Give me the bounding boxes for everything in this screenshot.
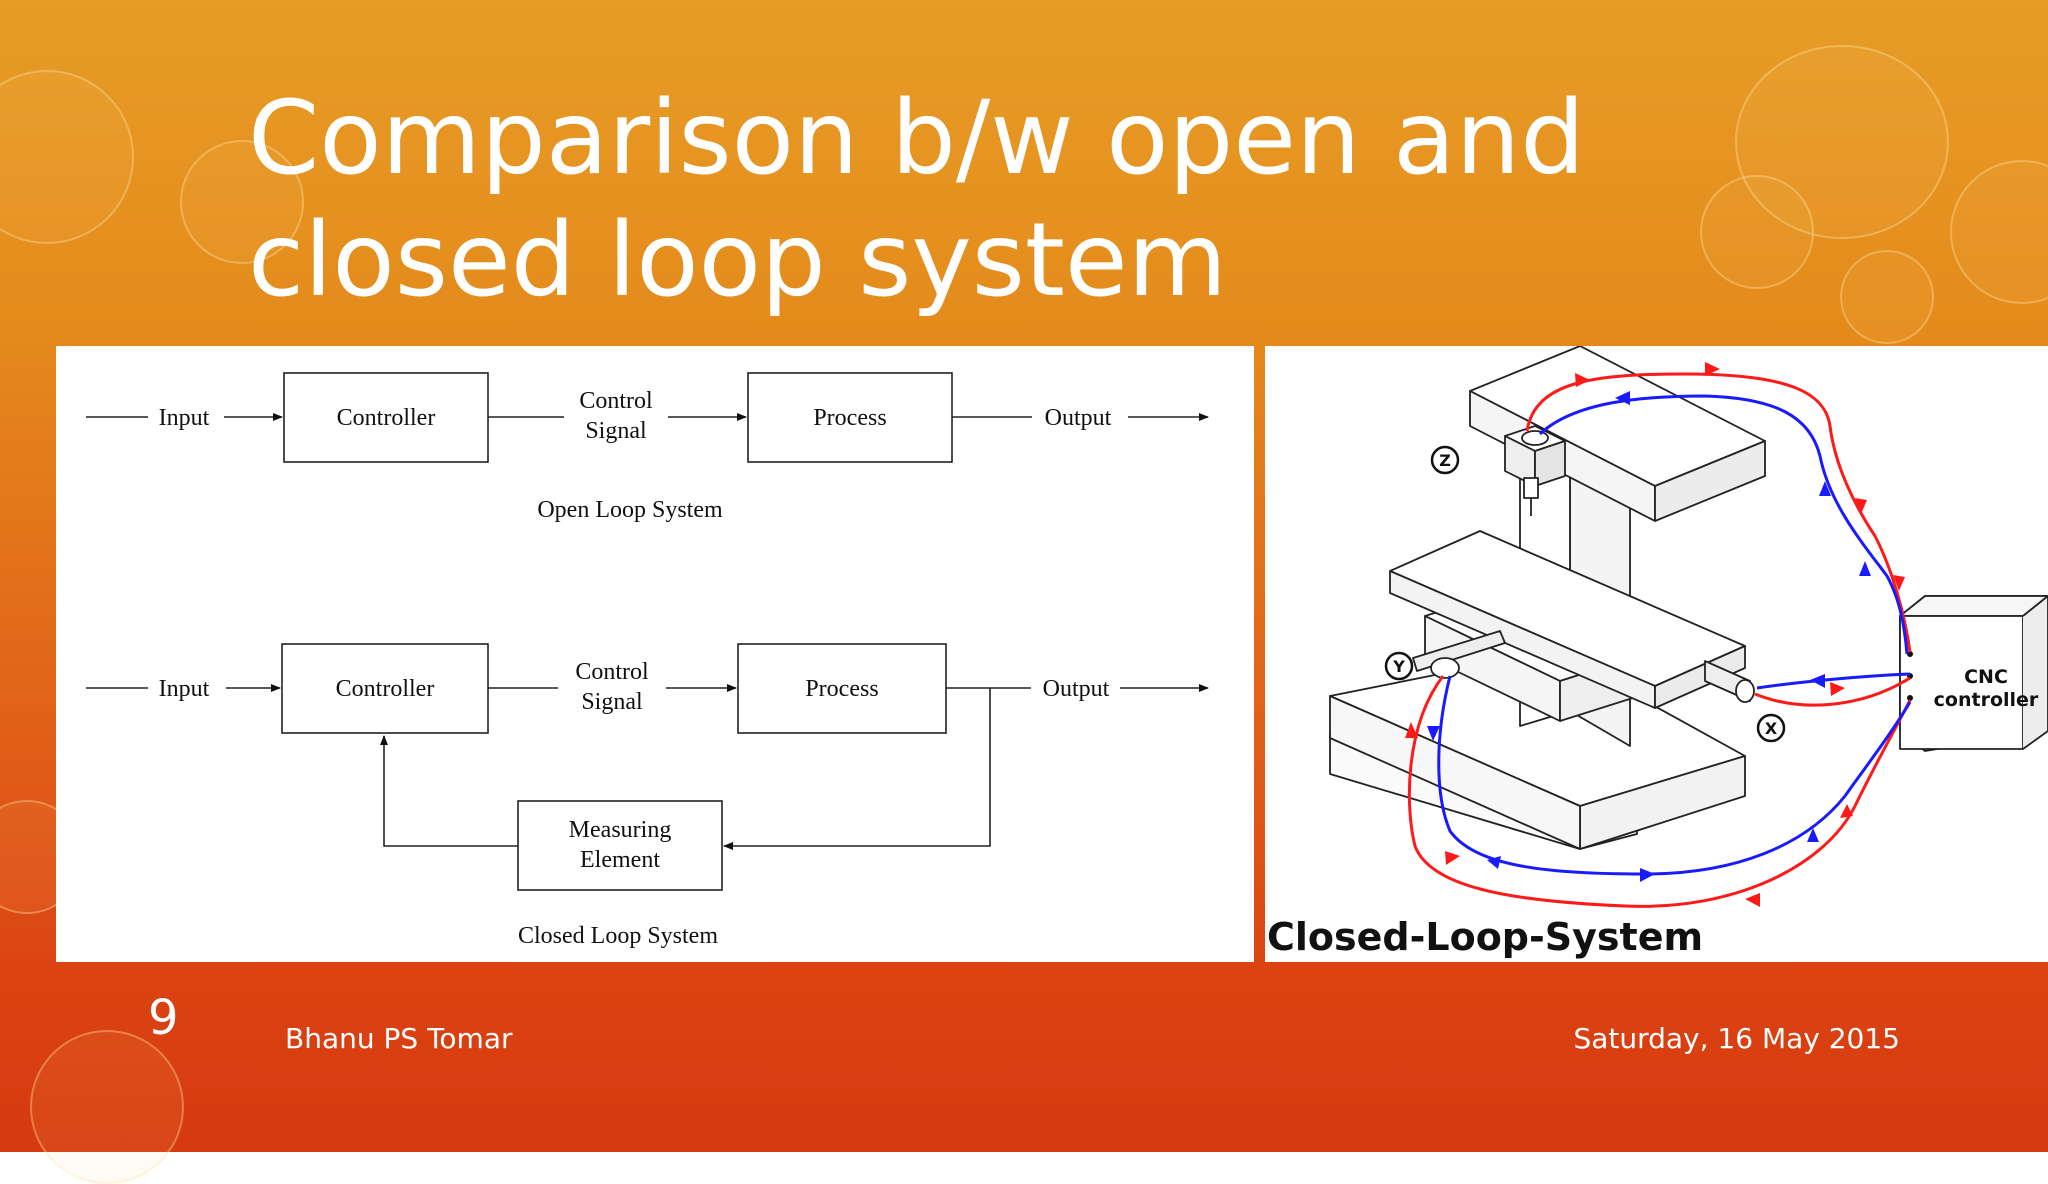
connector-dot xyxy=(1907,695,1913,701)
open-output-label: Output xyxy=(1045,405,1112,431)
closed-input-label: Input xyxy=(159,676,210,702)
closed-signal-label-2: Signal xyxy=(581,689,643,715)
open-loop-caption: Open Loop System xyxy=(537,497,723,523)
title-line-1: Comparison b/w open and xyxy=(248,79,1585,198)
closed-controller-label: Controller xyxy=(336,676,435,702)
decor-bubble xyxy=(0,70,134,244)
title-line-2: closed loop system xyxy=(248,201,1227,320)
axis-x-label: X xyxy=(1765,719,1778,738)
machine-table xyxy=(1389,530,1746,709)
slide-title: Comparison b/w open and closed loop syst… xyxy=(248,78,1748,322)
axis-y-marker: Y xyxy=(1384,651,1414,681)
feedback-path-left xyxy=(380,735,518,847)
spindle xyxy=(1504,425,1566,516)
open-process-label: Process xyxy=(813,405,886,431)
measuring-label-2: Element xyxy=(580,847,660,873)
measuring-label-1: Measuring xyxy=(569,817,672,843)
y-axis-motor xyxy=(1412,630,1506,679)
closed-signal-label-1: Control xyxy=(575,659,649,685)
axis-z-marker: Z xyxy=(1430,445,1460,475)
slide-number: 9 xyxy=(148,990,179,1046)
open-input-label: Input xyxy=(159,405,210,431)
open-controller-label: Controller xyxy=(337,405,436,431)
decor-bubble xyxy=(30,1030,184,1184)
x-axis-motor xyxy=(1704,660,1755,703)
measuring-element-box xyxy=(517,800,723,891)
open-signal-label-1: Control xyxy=(579,388,653,414)
connector-dot xyxy=(1907,651,1913,657)
cnc-controller-box xyxy=(1899,595,2048,752)
closed-process-label: Process xyxy=(805,676,878,702)
z-axis-command-wire xyxy=(1525,372,1912,653)
axis-x-marker: X xyxy=(1756,713,1786,743)
axis-y-label: Y xyxy=(1392,657,1405,676)
decor-bubble xyxy=(1840,250,1934,344)
closed-output-label: Output xyxy=(1043,676,1110,702)
z-axis-feedback-wire xyxy=(1538,394,1909,655)
block-diagram: Input Controller Control Signal Process … xyxy=(86,372,1209,949)
decor-bubble xyxy=(180,140,304,264)
closed-loop-caption: Closed Loop System xyxy=(518,923,718,949)
x-axis-feedback-wire xyxy=(1756,672,1911,690)
cnc-illustration: Z Y X CNC controller Closed-Loop-System xyxy=(1267,346,2048,959)
open-signal-label-2: Signal xyxy=(585,418,647,444)
slide-author: Bhanu PS Tomar xyxy=(285,1022,513,1055)
block-diagram-panel: Input Controller Control Signal Process … xyxy=(56,346,1254,962)
feedback-path-right xyxy=(723,688,991,850)
wire-direction-arrows xyxy=(1405,362,1905,907)
cnc-controller-label-2: controller xyxy=(1934,689,2039,711)
decor-bubble xyxy=(1700,175,1814,289)
slide-date: Saturday, 16 May 2015 xyxy=(1573,1022,1900,1055)
y-axis-command-wire xyxy=(1407,675,1912,908)
axis-z-label: Z xyxy=(1439,451,1451,470)
x-axis-command-wire xyxy=(1754,676,1911,707)
cnc-controller-label-1: CNC xyxy=(1964,666,2008,688)
cnc-caption: Closed-Loop-System xyxy=(1267,915,1703,959)
cnc-illustration-panel: Z Y X CNC controller Closed-Loop-System xyxy=(1265,346,2048,962)
